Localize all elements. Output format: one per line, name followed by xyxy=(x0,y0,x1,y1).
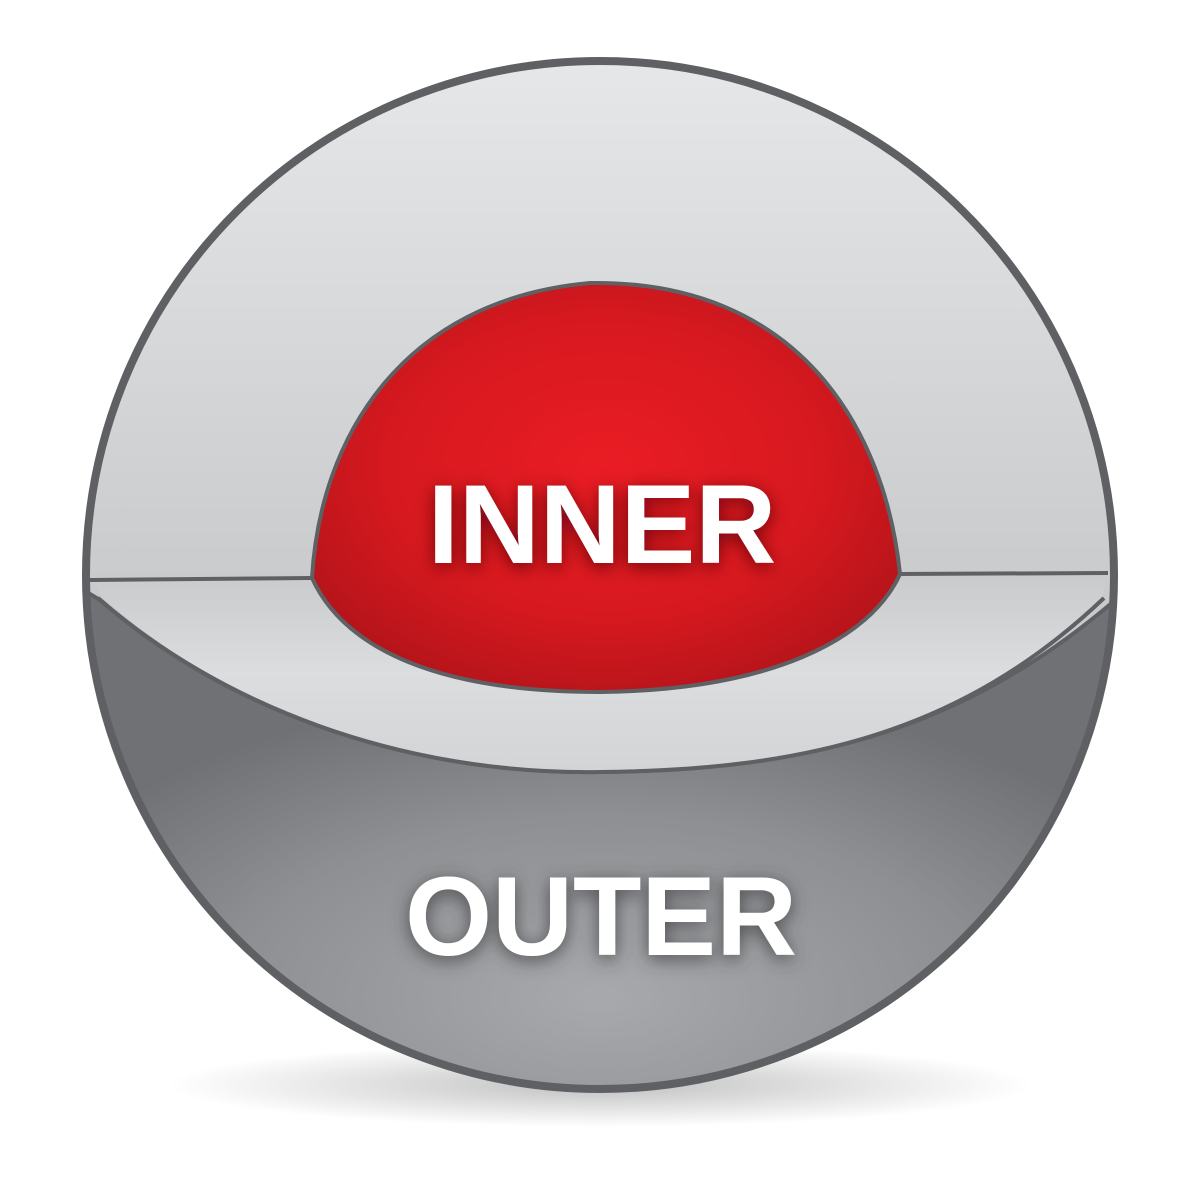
inner-layer-dome xyxy=(309,280,903,695)
equator-line xyxy=(89,571,1109,582)
sphere-outline xyxy=(82,57,1118,1093)
outer-label: OUTER xyxy=(405,854,797,979)
bowl-edge xyxy=(96,596,1106,775)
inner-label: INNER xyxy=(428,462,776,587)
